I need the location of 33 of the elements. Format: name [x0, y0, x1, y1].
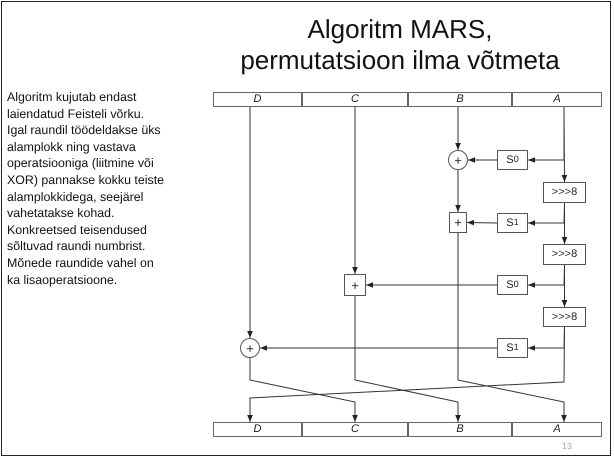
arrow — [562, 106, 568, 182]
adder-box: + — [344, 274, 366, 296]
arrow — [455, 106, 461, 150]
arrow — [562, 264, 568, 308]
adder-box: + — [449, 212, 467, 233]
adder-circle: + — [240, 338, 260, 358]
register-cell: B — [408, 92, 512, 107]
register-cell: C — [302, 92, 408, 107]
page-number: 13 — [562, 441, 572, 451]
arrow — [466, 220, 498, 226]
register-cell: D — [213, 92, 302, 107]
arrow — [468, 157, 498, 163]
arrow — [247, 106, 253, 338]
register-cell: D — [213, 422, 302, 437]
rotation-box: >>>8 — [543, 182, 586, 203]
slide-title: Algoritm MARS, permutatsioon ilma võtmeta — [239, 14, 561, 76]
arrow — [455, 170, 461, 212]
arrow — [458, 232, 567, 422]
rotation-box: >>>8 — [543, 307, 586, 327]
arrow — [260, 345, 498, 351]
register-cell: A — [512, 92, 602, 107]
rotation-box: >>>8 — [543, 244, 586, 265]
register-cell: B — [408, 422, 512, 437]
arrow — [250, 358, 358, 422]
arrow — [247, 326, 565, 422]
description-paragraph: Algoritm kujutab endast laiendatud Feisteli võrku. Igal raundil töödeldakse üks alamplokk ning vastava operatsiooniga (liitmine või XOR) pannakse kokku teiste alamplokkidega, seejärel vahetatakse kohad. Konkreetsed teisendused sõltuvad raundi numbrist. Mõnede raundide vahel on ka lisaoperatsioone. — [7, 89, 166, 288]
arrow — [354, 296, 461, 422]
adder-circle: + — [448, 150, 468, 170]
register-cell: A — [512, 422, 602, 437]
register-cell: C — [302, 422, 408, 437]
arrow — [366, 282, 498, 288]
arrow — [562, 202, 568, 244]
arrow — [352, 106, 358, 274]
